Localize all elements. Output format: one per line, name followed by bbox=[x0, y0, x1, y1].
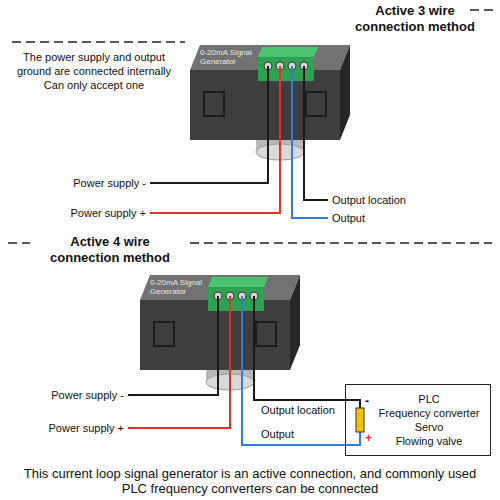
dashed-line bbox=[12, 41, 185, 43]
wire-black bbox=[128, 296, 218, 395]
caption: This current loop signal generator is an… bbox=[10, 466, 490, 496]
polarity-sign: - bbox=[365, 395, 369, 408]
housing-side bbox=[290, 275, 300, 370]
wire-label: Power supply + bbox=[48, 422, 124, 435]
mount-clip bbox=[256, 322, 276, 346]
load-name: Flowing valve bbox=[378, 434, 480, 448]
load-name: Frequency converter bbox=[378, 406, 480, 420]
dashed-line bbox=[470, 9, 494, 11]
wire-red bbox=[150, 66, 280, 213]
wire-blue bbox=[241, 296, 243, 370]
wire-label: Output location bbox=[332, 194, 406, 207]
wire-label: Output bbox=[260, 428, 295, 441]
terminal-top bbox=[208, 277, 268, 287]
wire-label: Power supply + bbox=[70, 207, 146, 220]
wire-black bbox=[304, 66, 328, 200]
wire-black bbox=[253, 296, 255, 370]
output-location-wire bbox=[254, 370, 345, 400]
output-wire bbox=[242, 370, 345, 445]
wire-label: Power supply - bbox=[73, 177, 146, 190]
wire-red bbox=[128, 296, 230, 428]
wires bbox=[128, 66, 328, 428]
resistor-lead bbox=[346, 400, 360, 408]
load-name: Servo bbox=[378, 420, 480, 434]
mount-clip bbox=[154, 322, 174, 346]
wire-black bbox=[150, 66, 268, 183]
dashed-line bbox=[8, 242, 30, 244]
load-name: PLC bbox=[378, 392, 480, 406]
dashed-line bbox=[190, 242, 492, 244]
signal-generator: 0-20mA Signal Generator bbox=[140, 275, 300, 370]
housing-side bbox=[340, 45, 350, 140]
terminal-block bbox=[258, 57, 314, 81]
wire-label: Output bbox=[332, 212, 365, 225]
resistor-body bbox=[356, 408, 364, 432]
dashed-dividers bbox=[8, 10, 494, 243]
signal-generator: 0-20mA Signal Generator bbox=[190, 45, 350, 140]
section-heading: Active 3 wire connection method bbox=[345, 3, 485, 35]
wire-label: Output location bbox=[260, 404, 336, 417]
wire-blue bbox=[292, 66, 328, 218]
note-text: The power supply and output ground are c… bbox=[8, 50, 180, 92]
device-label: 0-20mA Signal Generator bbox=[150, 278, 206, 296]
mount-clip bbox=[306, 92, 326, 116]
wire-label: Power supply - bbox=[51, 389, 124, 402]
generator-housing bbox=[140, 275, 300, 390]
section-heading: Active 4 wire connection method bbox=[35, 234, 185, 266]
generator-housing bbox=[190, 45, 350, 160]
load-device-box: PLCFrequency converterServoFlowing valve… bbox=[345, 384, 491, 456]
terminal-block bbox=[208, 287, 264, 311]
resistor-lead bbox=[346, 432, 360, 445]
terminal-top bbox=[258, 47, 318, 57]
mount-clip bbox=[204, 92, 224, 116]
polarity-sign: + bbox=[365, 432, 372, 445]
device-label: 0-20mA Signal Generator bbox=[200, 48, 256, 66]
